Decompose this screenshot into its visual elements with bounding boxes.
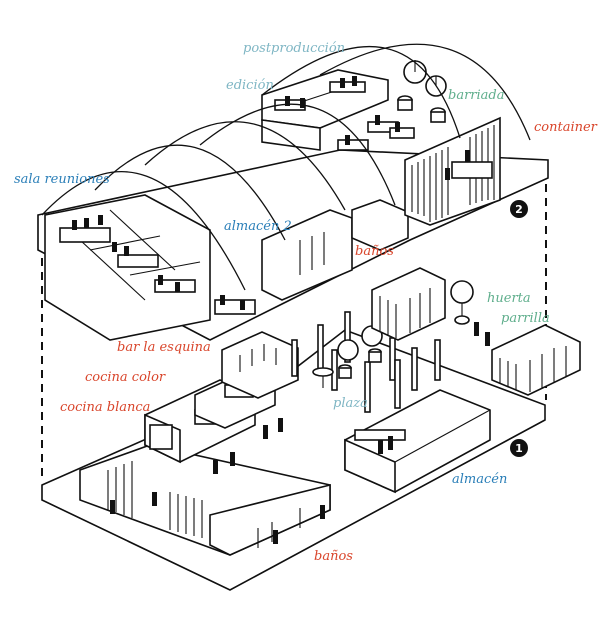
meeting-room-block	[44, 194, 256, 341]
label-almacen-2: almacén 2	[224, 219, 292, 234]
label-huerta: huerta	[487, 291, 531, 306]
roof-arches	[41, 43, 531, 291]
lower-people	[110, 322, 490, 544]
label-banos-1: baños	[314, 549, 353, 564]
upper-level	[37, 43, 549, 341]
svg-text:2: 2	[515, 203, 523, 216]
label-plaza: plaza	[333, 396, 368, 411]
label-bar-la-esquina: bar la esquina	[117, 340, 211, 355]
level-1-marker: 1	[510, 439, 528, 457]
bathrooms-1-block	[79, 444, 331, 556]
label-sala-reuniones: sala reuniones	[14, 172, 110, 187]
svg-text:1: 1	[515, 442, 523, 455]
bathrooms-2-block	[351, 199, 409, 251]
bar-la-esquina	[221, 331, 299, 399]
label-banos-2: baños	[355, 244, 394, 259]
editing-block	[261, 69, 389, 151]
label-parrilla: parrilla	[501, 311, 550, 326]
label-edicion: edición	[226, 78, 274, 93]
grill-containers	[491, 324, 581, 396]
label-cocina-blanca: cocina blanca	[60, 400, 150, 415]
plaza-poles	[291, 311, 441, 413]
garden-containers	[371, 267, 474, 341]
level-2-marker: 2	[510, 200, 528, 218]
upper-people	[72, 76, 470, 310]
lower-level	[41, 267, 581, 591]
label-container: container	[534, 120, 598, 135]
label-postproduccion: postproducción	[243, 41, 345, 56]
label-barriada: barriada	[448, 88, 504, 103]
label-almacen: almacén	[452, 472, 507, 487]
storage-2-block	[261, 209, 353, 301]
warehouse-block	[344, 389, 491, 494]
label-cocina-color: cocina color	[85, 370, 166, 385]
upper-container	[404, 116, 501, 226]
